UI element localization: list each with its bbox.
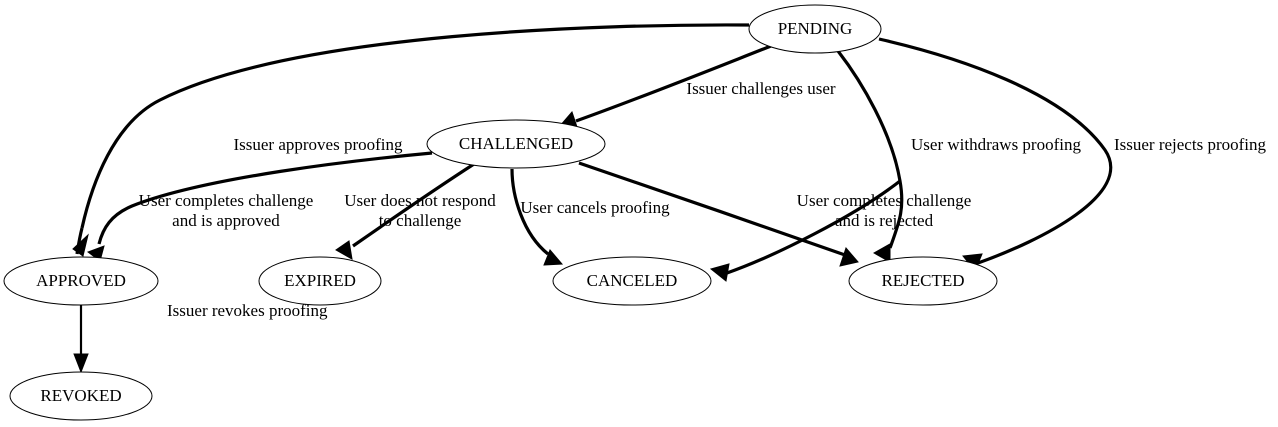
edge-challenged-to-approved[interactable]: User completes challenge and is approved xyxy=(86,151,433,262)
edge-label-challenged-expired-line2: to challenge xyxy=(379,211,462,230)
node-label-revoked: REVOKED xyxy=(40,386,121,405)
node-label-approved: APPROVED xyxy=(36,271,126,290)
edge-challenged-to-expired[interactable]: User does not respond to challenge xyxy=(335,162,496,260)
edge-approved-to-revoked[interactable]: Issuer revokes proofing xyxy=(73,301,328,374)
arrowhead-revoked-from-approved xyxy=(73,353,89,374)
node-challenged[interactable]: CHALLENGED xyxy=(426,119,606,169)
node-label-canceled: CANCELED xyxy=(587,271,678,290)
arrowhead-canceled-from-challenged xyxy=(543,249,564,266)
edge-label-approved-revoked: Issuer revokes proofing xyxy=(167,301,328,320)
edge-pending-to-approved[interactable]: Issuer approves proofing xyxy=(72,23,750,257)
edge-path-challenged-canceled xyxy=(510,168,550,256)
node-label-challenged: CHALLENGED xyxy=(459,134,573,153)
node-ellipse-rejected xyxy=(848,256,998,306)
node-ellipse-expired xyxy=(258,256,382,306)
edge-path-challenged-rejected xyxy=(578,161,846,257)
node-approved[interactable]: APPROVED xyxy=(3,256,159,306)
edge-label-pending-rejected: User withdraws proofing xyxy=(911,135,1081,154)
node-ellipse-approved xyxy=(3,256,159,306)
edge-path-pending-approved-tail xyxy=(75,227,84,255)
node-expired[interactable]: EXPIRED xyxy=(258,256,382,306)
edge-pending-to-rejected[interactable]: User withdraws proofing xyxy=(836,50,1081,263)
edge-challenged-to-rejected[interactable]: User completes challenge and is rejected xyxy=(578,161,972,267)
edge-challenged-to-canceled[interactable]: User cancels proofing xyxy=(510,168,670,266)
arrowhead-expired-from-challenged xyxy=(335,240,353,260)
node-label-expired: EXPIRED xyxy=(284,271,356,290)
node-rejected[interactable]: REJECTED xyxy=(848,256,998,306)
edge-path-challenged-expired xyxy=(352,162,475,248)
arrowhead-rejected-from-pending xyxy=(872,243,891,263)
node-label-rejected: REJECTED xyxy=(881,271,964,290)
edge-path-crossing-canceled xyxy=(726,179,901,275)
node-canceled[interactable]: CANCELED xyxy=(552,256,712,306)
edge-path-pending-rejected xyxy=(836,50,904,249)
edge-path-pending-canceled xyxy=(878,37,1113,265)
edge-label-challenged-approved-line1: User completes challenge xyxy=(139,191,314,210)
edge-label-challenged-rejected-line1: User completes challenge xyxy=(797,191,972,210)
arrowhead-rejected-from-challenged xyxy=(839,247,859,267)
node-ellipse-challenged xyxy=(426,119,606,169)
arrowhead-canceled-right xyxy=(709,263,730,282)
edge-path-pending-challenged xyxy=(575,44,772,123)
edge-label-challenged-rejected-line2: and is rejected xyxy=(835,211,934,230)
node-ellipse-revoked xyxy=(9,371,153,421)
edge-path-challenged-approved xyxy=(97,151,433,245)
edge-crossing-into-canceled[interactable] xyxy=(709,179,901,282)
edge-pending-to-canceled[interactable]: Issuer rejects proofing xyxy=(878,37,1267,272)
node-ellipse-pending xyxy=(748,4,882,54)
edge-path-pending-approved xyxy=(80,23,750,229)
node-pending[interactable]: PENDING xyxy=(748,4,882,54)
edge-pending-to-challenged[interactable]: Issuer challenges user xyxy=(558,44,836,131)
edge-label-pending-challenged: Issuer challenges user xyxy=(686,79,836,98)
edge-label-pending-approved: Issuer approves proofing xyxy=(233,135,403,154)
node-label-pending: PENDING xyxy=(778,19,853,38)
edge-label-pending-canceled: Issuer rejects proofing xyxy=(1114,135,1267,154)
edge-label-challenged-expired-line1: User does not respond xyxy=(344,191,496,210)
node-revoked[interactable]: REVOKED xyxy=(9,371,153,421)
node-ellipse-canceled xyxy=(552,256,712,306)
edge-label-challenged-approved-line2: and is approved xyxy=(172,211,280,230)
edge-label-challenged-canceled: User cancels proofing xyxy=(520,198,670,217)
